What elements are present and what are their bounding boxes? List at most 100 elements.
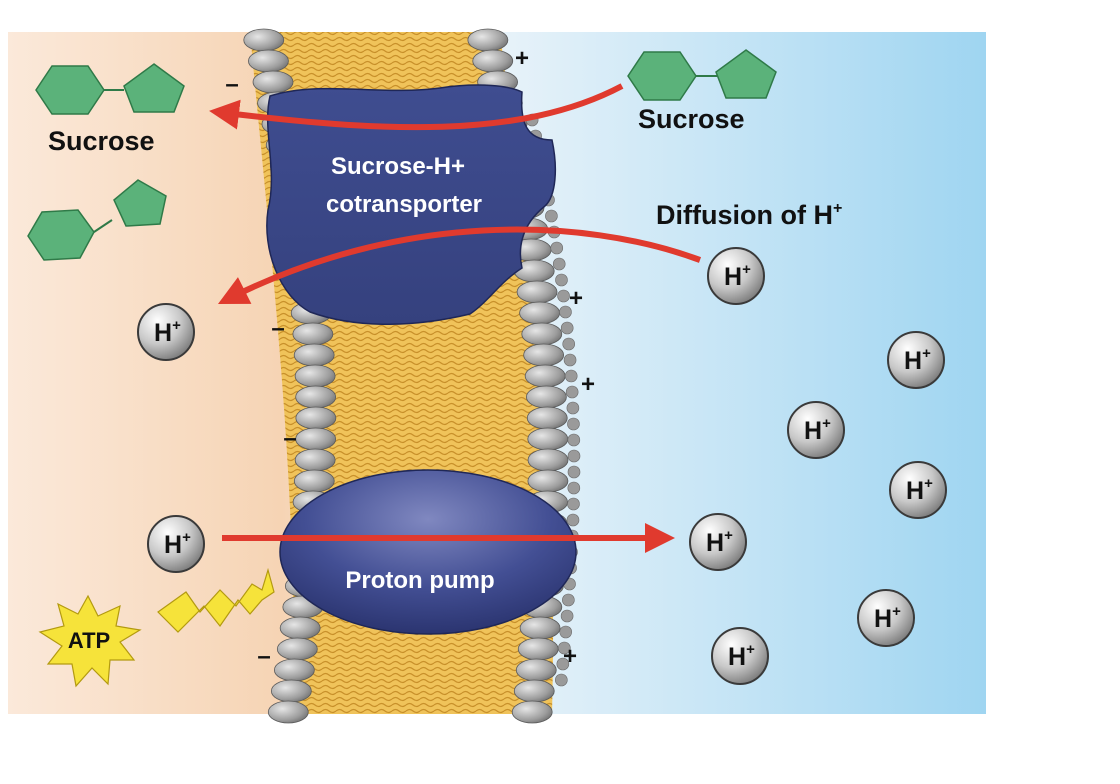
phospholipid-head-back xyxy=(566,513,580,527)
phospholipid-head xyxy=(515,658,557,682)
phospholipid-head xyxy=(517,637,559,661)
phospholipid-head-back xyxy=(558,641,571,655)
phospholipid-head xyxy=(524,364,566,388)
phospholipid-head-back xyxy=(555,273,568,287)
phospholipid-head-back xyxy=(567,449,581,463)
phospholipid-head xyxy=(472,49,514,73)
phospholipid-head xyxy=(279,616,321,640)
proton-ion-sphere xyxy=(137,303,195,361)
phospholipid-head xyxy=(527,427,569,451)
diffusion-label-text: Diffusion of H xyxy=(656,200,833,230)
phospholipid-head xyxy=(294,448,336,472)
phospholipid-head xyxy=(292,322,334,346)
phospholipid-head-back xyxy=(567,497,580,511)
proton-ion-label: H+ xyxy=(724,261,751,291)
sucrose-label-left: Sucrose xyxy=(48,126,155,156)
proton-ion: H+ xyxy=(707,247,765,305)
phospholipid-head xyxy=(295,406,337,430)
phospholipid-head-back xyxy=(557,289,570,303)
proton-ion-label: H+ xyxy=(906,475,933,505)
proton-ion-symbol: H xyxy=(706,529,724,557)
positive-charge: + xyxy=(515,45,529,72)
phospholipid-head xyxy=(527,469,569,493)
phospholipid-head-back xyxy=(567,465,581,479)
phospholipid-head xyxy=(519,301,560,325)
proton-ion-charge: + xyxy=(742,261,751,278)
phospholipid-head xyxy=(295,427,337,451)
phospholipid-head xyxy=(293,469,335,493)
phospholipid-head-back xyxy=(559,305,572,319)
phospholipid-head-back xyxy=(555,673,568,687)
proton-ion-sphere xyxy=(147,515,205,573)
proton-ion: H+ xyxy=(147,515,205,573)
diffusion-label: Diffusion of H+ xyxy=(656,200,842,230)
phospholipid-head-back xyxy=(560,321,574,335)
proton-ion-symbol: H xyxy=(728,643,746,671)
sucrose-label-right: Sucrose xyxy=(638,104,745,134)
sucrose-molecule-left-top xyxy=(35,63,185,115)
phospholipid-head xyxy=(293,343,335,367)
atp-label: ATP xyxy=(68,628,110,653)
phospholipid-head-back xyxy=(563,353,577,367)
phospholipid-head-back xyxy=(565,385,579,399)
proton-ion: H+ xyxy=(889,461,947,519)
proton-ion: H+ xyxy=(711,627,769,685)
phospholipid-head xyxy=(270,679,312,703)
phospholipid-head-back xyxy=(564,369,578,383)
proton-ions: H+H+H+H+H+H+H+H+H+ xyxy=(137,247,947,685)
proton-ion-label: H+ xyxy=(164,529,191,559)
cotransporter-label-line2: cotransporter xyxy=(326,191,482,218)
sucrose-cotransport-arrow xyxy=(209,83,624,131)
proton-ion-symbol: H xyxy=(164,531,182,559)
proton-ion-symbol: H xyxy=(724,263,742,291)
membrane-charges: – – – – + + + + xyxy=(225,45,595,670)
phospholipid-head xyxy=(273,658,315,682)
proton-ion-sphere xyxy=(711,627,769,685)
proton-ion-sphere xyxy=(787,401,845,459)
phospholipid-head xyxy=(516,280,558,304)
phospholipid-head xyxy=(519,616,561,640)
energy-lightning-icon xyxy=(157,567,275,633)
negative-charge: – xyxy=(257,643,270,670)
phospholipid-head xyxy=(511,700,553,724)
proton-ion-sphere xyxy=(857,589,915,647)
proton-ion-sphere xyxy=(887,331,945,389)
phospholipid-head-back xyxy=(567,433,581,447)
phospholipid-head-back xyxy=(552,257,566,271)
positive-charge: + xyxy=(563,643,577,670)
proton-ion-sphere xyxy=(689,513,747,571)
negative-charge: – xyxy=(283,425,296,452)
phospholipid-head-back xyxy=(545,209,558,223)
phospholipid-head xyxy=(523,343,565,367)
proton-ion: H+ xyxy=(689,513,747,571)
phospholipid-head-back xyxy=(560,609,574,623)
phospholipid-head-back xyxy=(556,657,570,671)
proton-ion-symbol: H xyxy=(154,319,172,347)
transport-arrows xyxy=(209,83,702,553)
proton-ion-charge: + xyxy=(172,317,181,334)
negative-charge: – xyxy=(271,315,284,342)
cotransporter-protein: Sucrose-H+ cotransporter xyxy=(266,84,557,325)
sucrose-molecule-right xyxy=(627,49,777,101)
proton-ion-symbol: H xyxy=(804,417,822,445)
proton-ion: H+ xyxy=(787,401,845,459)
phospholipid-head-back xyxy=(562,337,576,351)
proton-ion: H+ xyxy=(137,303,195,361)
proton-ion-charge: + xyxy=(182,529,191,546)
proton-ion-label: H+ xyxy=(804,415,831,445)
proton-ion: H+ xyxy=(887,331,945,389)
phospholipid-head xyxy=(513,679,555,703)
positive-charge: + xyxy=(569,285,583,312)
proton-diffusion-arrow xyxy=(217,226,702,305)
proton-ion-charge: + xyxy=(746,641,755,658)
proton-pump-protein: Proton pump xyxy=(279,469,577,635)
negative-charge: – xyxy=(225,71,238,98)
proton-pump-label: Proton pump xyxy=(345,567,494,594)
phospholipid-head-back xyxy=(562,593,575,607)
phospholipid-head-back xyxy=(550,241,564,255)
phospholipid-head xyxy=(527,448,569,472)
proton-ion-charge: + xyxy=(822,415,831,432)
positive-charge: + xyxy=(581,371,595,398)
phospholipid-head xyxy=(248,49,289,73)
